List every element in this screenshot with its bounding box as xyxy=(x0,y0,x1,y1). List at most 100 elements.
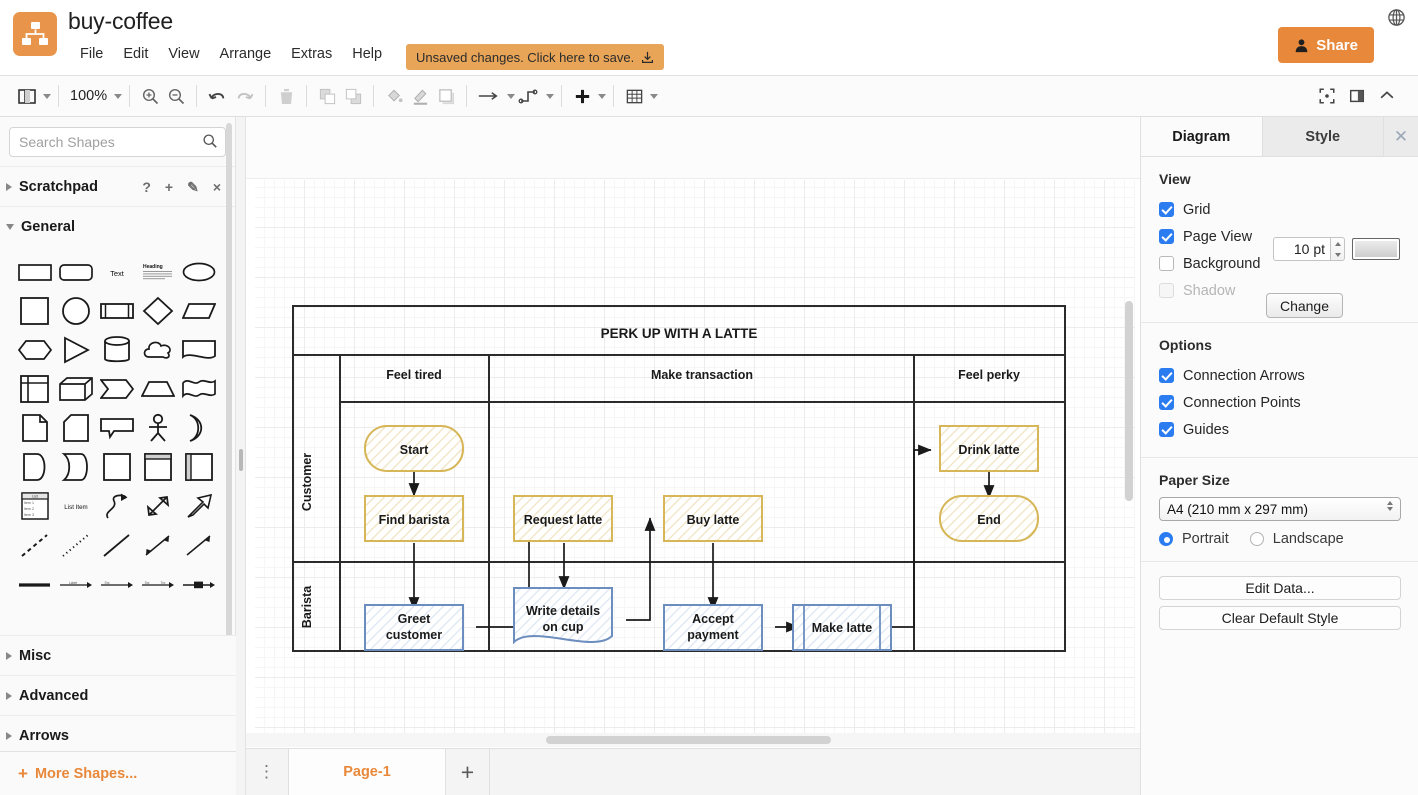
canvas-vscroll-thumb[interactable] xyxy=(1125,301,1133,501)
unsaved-changes-save-button[interactable]: Unsaved changes. Click here to save. xyxy=(406,44,665,70)
page-view-checkbox[interactable] xyxy=(1159,229,1174,244)
shape-note[interactable] xyxy=(14,408,55,447)
grid-checkbox[interactable] xyxy=(1159,202,1174,217)
straight-connector-icon[interactable] xyxy=(474,81,504,111)
tab-diagram[interactable]: Diagram xyxy=(1141,117,1263,156)
connection-arrows-checkbox[interactable] xyxy=(1159,368,1174,383)
guides-checkbox[interactable] xyxy=(1159,422,1174,437)
stepper-up-icon[interactable] xyxy=(1334,241,1341,246)
orthogonal-connector-icon[interactable] xyxy=(515,81,543,111)
shape-parallelogram[interactable] xyxy=(178,291,219,330)
node-request-latte[interactable]: Request latte xyxy=(513,495,613,542)
grid-size-input[interactable] xyxy=(1273,237,1331,261)
shape-tape[interactable] xyxy=(178,369,219,408)
insert-caret[interactable] xyxy=(598,93,607,99)
shape-list-item[interactable]: List Item xyxy=(55,486,96,525)
shape-arrow-label-1[interactable]: Label xyxy=(55,564,96,603)
shape-delay[interactable] xyxy=(55,447,96,486)
menu-arrange[interactable]: Arrange xyxy=(219,46,272,62)
connection-points-checkbox[interactable] xyxy=(1159,395,1174,410)
connection-points-label[interactable]: Connection Points xyxy=(1183,394,1301,411)
menu-view[interactable]: View xyxy=(168,46,200,62)
shape-arrow-box[interactable] xyxy=(178,564,219,603)
waypoints-caret[interactable] xyxy=(546,93,555,99)
undo-icon[interactable] xyxy=(204,81,231,111)
globe-icon[interactable] xyxy=(1387,8,1406,32)
zoom-in-icon[interactable] xyxy=(137,81,163,111)
canvas-hscroll-thumb[interactable] xyxy=(546,736,831,744)
node-end[interactable]: End xyxy=(939,495,1039,542)
guides-label[interactable]: Guides xyxy=(1183,421,1229,438)
menu-extras[interactable]: Extras xyxy=(291,46,333,62)
chevron-up-icon[interactable] xyxy=(1374,81,1400,111)
node-greet-customer[interactable]: Greet customer xyxy=(364,604,464,651)
node-find-barista[interactable]: Find barista xyxy=(364,495,464,542)
canvas-horizontal-scrollbar[interactable] xyxy=(246,733,1140,747)
shadow-checkbox[interactable] xyxy=(1159,283,1174,298)
scratchpad-add-icon[interactable]: + xyxy=(164,178,174,195)
portrait-label[interactable]: Portrait xyxy=(1182,531,1229,547)
plus-insert-icon[interactable] xyxy=(569,81,595,111)
vertical-dots-icon[interactable]: ⋮ xyxy=(258,762,276,781)
send-to-back-icon[interactable] xyxy=(340,81,366,111)
bring-to-front-icon[interactable] xyxy=(314,81,340,111)
node-start[interactable]: Start xyxy=(364,425,464,472)
shape-card[interactable] xyxy=(55,408,96,447)
fullscreen-icon[interactable] xyxy=(1314,81,1340,111)
redo-icon[interactable] xyxy=(231,81,258,111)
shape-cylinder[interactable] xyxy=(96,330,137,369)
shape-process[interactable] xyxy=(96,291,137,330)
section-misc[interactable]: Misc xyxy=(0,635,236,675)
shape-square[interactable] xyxy=(14,291,55,330)
page-sheet[interactable]: PERK UP WITH A LATTE Feel tired Make tra… xyxy=(255,180,1135,736)
shape-text[interactable]: Text xyxy=(96,252,137,291)
scratchpad-edit-icon[interactable]: ✎ xyxy=(187,178,199,195)
node-drink-latte[interactable]: Drink latte xyxy=(939,425,1039,472)
paper-size-select[interactable]: A4 (210 mm x 297 mm) xyxy=(1159,497,1401,521)
table-caret[interactable] xyxy=(650,93,659,99)
table-icon[interactable] xyxy=(621,81,647,111)
flowchart-diagram[interactable]: PERK UP WITH A LATTE Feel tired Make tra… xyxy=(255,180,1135,736)
grid-color-swatch[interactable] xyxy=(1352,238,1400,260)
shape-ellipse[interactable] xyxy=(178,252,219,291)
shape-diamond[interactable] xyxy=(137,291,178,330)
shape-line[interactable] xyxy=(96,525,137,564)
close-icon[interactable]: ✕ xyxy=(1384,117,1418,156)
shape-dotted-line[interactable] xyxy=(55,525,96,564)
section-arrows[interactable]: Arrows xyxy=(0,715,236,755)
shadow-icon[interactable] xyxy=(433,81,459,111)
page-view-label[interactable]: Page View xyxy=(1183,228,1253,245)
shape-circle[interactable] xyxy=(55,291,96,330)
shape-data-storage[interactable] xyxy=(14,447,55,486)
canvas-vertical-scrollbar[interactable] xyxy=(1122,179,1136,739)
shape-vertical-container[interactable] xyxy=(137,447,178,486)
grid-size-stepper[interactable] xyxy=(1331,237,1345,261)
shape-curve[interactable] xyxy=(96,486,137,525)
connection-arrows-label[interactable]: Connection Arrows xyxy=(1183,367,1305,384)
section-scratchpad[interactable]: Scratchpad ? + ✎ × xyxy=(0,166,235,206)
shape-rounded-rectangle[interactable] xyxy=(55,252,96,291)
search-input[interactable] xyxy=(10,128,190,156)
shape-step[interactable] xyxy=(96,369,137,408)
shape-block-arrow[interactable] xyxy=(178,486,219,525)
portrait-radio[interactable] xyxy=(1159,532,1173,546)
shape-container[interactable] xyxy=(96,447,137,486)
toggle-format-panel-icon[interactable] xyxy=(1344,81,1370,111)
panel-layout-caret[interactable] xyxy=(43,93,51,99)
menu-help[interactable]: Help xyxy=(352,46,383,62)
shape-trapezoid[interactable] xyxy=(137,369,178,408)
panel-layout-icon[interactable] xyxy=(14,81,40,111)
zoom-dropdown-caret[interactable] xyxy=(114,93,123,99)
shape-bidirectional-connector[interactable] xyxy=(137,525,178,564)
node-buy-latte[interactable]: Buy latte xyxy=(663,495,763,542)
node-make-latte[interactable]: Make latte xyxy=(792,604,892,651)
background-label[interactable]: Background xyxy=(1183,255,1261,272)
add-page-button[interactable]: + xyxy=(446,749,490,795)
panel-splitter[interactable] xyxy=(236,117,246,795)
connector-style-caret[interactable] xyxy=(507,93,516,99)
search-shapes-box[interactable] xyxy=(9,127,226,157)
shape-horizontal-container[interactable] xyxy=(178,447,219,486)
shape-link[interactable] xyxy=(14,564,55,603)
